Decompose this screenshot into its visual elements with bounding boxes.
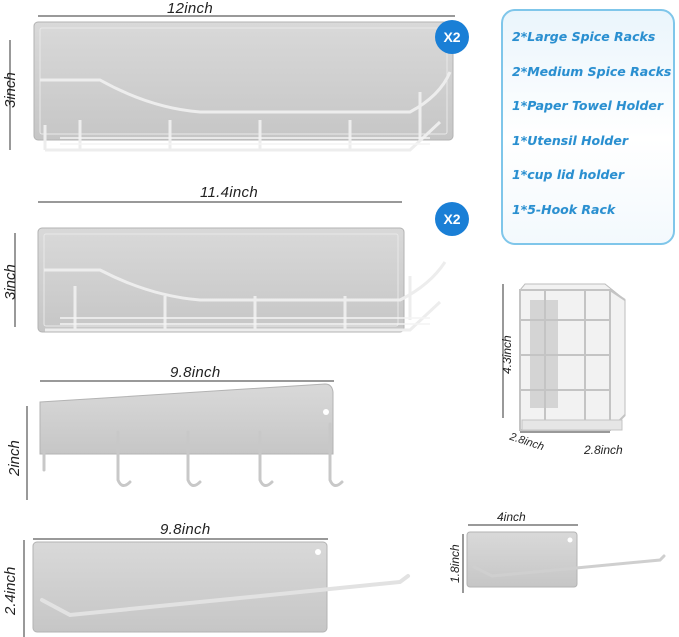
dim-lid-width: 4inch <box>497 510 526 524</box>
dim-hook-width: 9.8inch <box>170 364 221 381</box>
utensil-holder <box>519 283 626 431</box>
dim-large-width: 12inch <box>167 0 214 17</box>
large-spice-rack <box>33 21 454 152</box>
contents-item: 1*5-Hook Rack <box>512 201 616 217</box>
dim-lid-height: 1.8inch <box>448 544 462 583</box>
hook-rack <box>39 383 344 487</box>
dim-utensil-width: 2.8inch <box>584 443 623 457</box>
dim-large-height: 3inch <box>2 72 19 108</box>
dim-utensil-height: 4.3inch <box>500 335 514 374</box>
contents-item: 1*Utensil Holder <box>512 132 629 148</box>
paper-towel-holder <box>32 541 410 633</box>
dim-towel-height: 2.4inch <box>2 566 19 615</box>
package-contents-box: 2*Large Spice Racks 2*Medium Spice Racks… <box>501 9 675 245</box>
dim-medium-height: 3inch <box>2 264 19 300</box>
cup-lid-holder <box>466 531 666 588</box>
dim-towel-width: 9.8inch <box>160 521 211 538</box>
contents-item: 2*Medium Spice Racks <box>512 63 672 79</box>
contents-item: 2*Large Spice Racks <box>512 29 656 44</box>
contents-item: 1*Paper Towel Holder <box>512 98 664 113</box>
quantity-badge-large: X2 <box>435 20 469 54</box>
dim-medium-width: 11.4inch <box>200 184 258 201</box>
contents-item: 1*cup lid holder <box>512 167 625 182</box>
dim-hook-height: 2inch <box>6 440 23 476</box>
quantity-badge-medium: X2 <box>435 202 469 236</box>
dimension-lines <box>9 15 610 637</box>
medium-spice-rack <box>37 227 447 333</box>
